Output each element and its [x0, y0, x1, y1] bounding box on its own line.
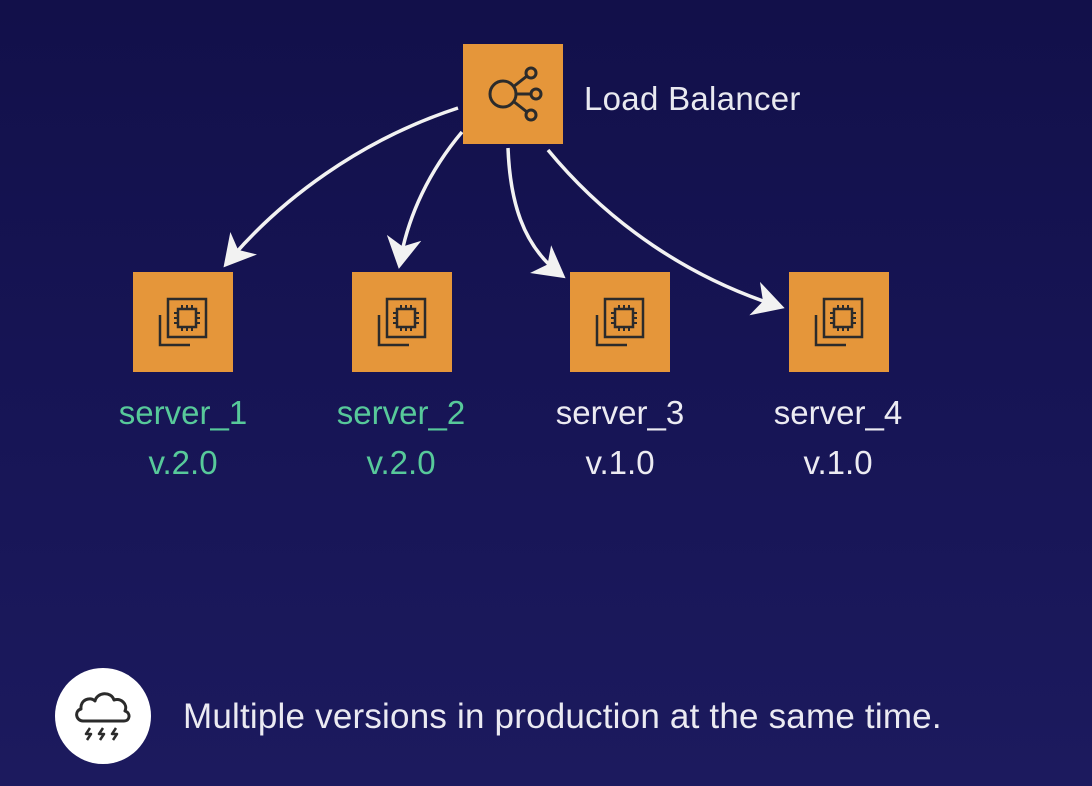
server-3-version: v.1.0 — [585, 444, 655, 481]
ec2-instance-icon — [377, 297, 427, 347]
server-4-node — [789, 272, 889, 372]
footnote-text: Multiple versions in production at the s… — [183, 697, 942, 736]
arrow-to-server-4 — [546, 148, 785, 316]
server-3-name: server_3 — [555, 394, 685, 431]
server-4-name: server_4 — [773, 394, 903, 431]
server-2-name: server_2 — [336, 394, 466, 431]
server-1-version: v.2.0 — [148, 444, 218, 481]
server-2-label: server_2 v.2.0 — [291, 388, 511, 488]
load-balancer-node — [463, 44, 563, 144]
server-1-node — [133, 272, 233, 372]
server-1-label: server_1 v.2.0 — [73, 388, 293, 488]
server-1-name: server_1 — [118, 394, 248, 431]
server-2-version: v.2.0 — [366, 444, 436, 481]
server-4-label: server_4 v.1.0 — [728, 388, 948, 488]
ec2-instance-icon — [595, 297, 645, 347]
arrow-to-server-3 — [506, 147, 566, 279]
ec2-instance-icon — [158, 297, 208, 347]
arrow-to-server-2 — [386, 130, 464, 269]
ec2-instance-icon — [814, 297, 864, 347]
arrow-to-server-1 — [223, 106, 459, 268]
load-balancer-icon — [488, 66, 543, 122]
server-3-label: server_3 v.1.0 — [510, 388, 730, 488]
load-balancer-label: Load Balancer — [584, 80, 801, 117]
server-2-node — [352, 272, 452, 372]
server-3-node — [570, 272, 670, 372]
storm-cloud-badge — [55, 668, 151, 764]
server-4-version: v.1.0 — [803, 444, 873, 481]
storm-cloud-icon — [75, 692, 131, 741]
